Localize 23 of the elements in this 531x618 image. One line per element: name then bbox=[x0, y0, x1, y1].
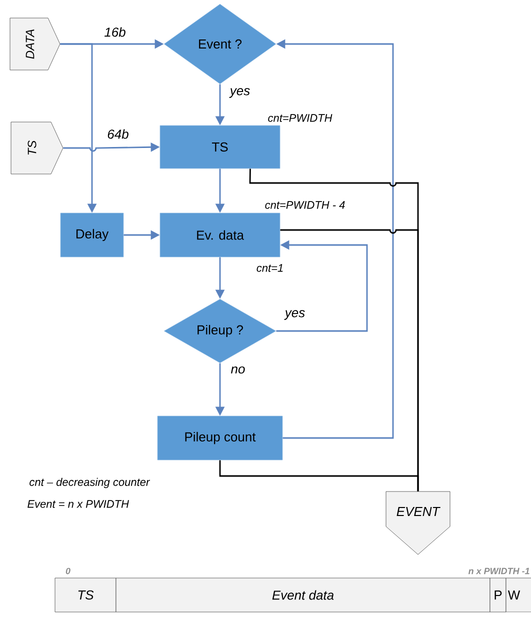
counter-note: cnt=PWIDTH bbox=[268, 114, 332, 122]
edge-label: no bbox=[231, 366, 245, 374]
edge-label: 64b bbox=[108, 129, 128, 139]
note: Event = n x PWIDTH bbox=[28, 500, 129, 508]
output-tag: EVENT bbox=[386, 491, 450, 555]
connector-line bbox=[219, 460, 419, 492]
bit-index: 0 bbox=[66, 568, 70, 574]
input-tag: TS bbox=[10, 122, 64, 174]
table-cell: W bbox=[506, 578, 531, 612]
counter-note: cnt=1 bbox=[256, 264, 283, 272]
process-box: Pileup count bbox=[157, 416, 283, 460]
bit-index: n x PWIDTH -1 bbox=[468, 568, 530, 574]
counter-note: cnt=PWIDTH - 4 bbox=[265, 201, 345, 209]
note: cnt – decreasing counter bbox=[30, 478, 150, 488]
edge-label: yes bbox=[229, 88, 250, 98]
table-cell: TS bbox=[54, 578, 116, 612]
edge-label: 16b bbox=[104, 27, 126, 37]
process-box: TS bbox=[160, 125, 280, 169]
edge-label: yes bbox=[284, 310, 305, 320]
table-cell: P bbox=[490, 578, 506, 612]
process-box: Delay bbox=[60, 212, 124, 258]
input-tag: DATA bbox=[10, 18, 60, 70]
process-box: Ev. data bbox=[160, 212, 280, 258]
